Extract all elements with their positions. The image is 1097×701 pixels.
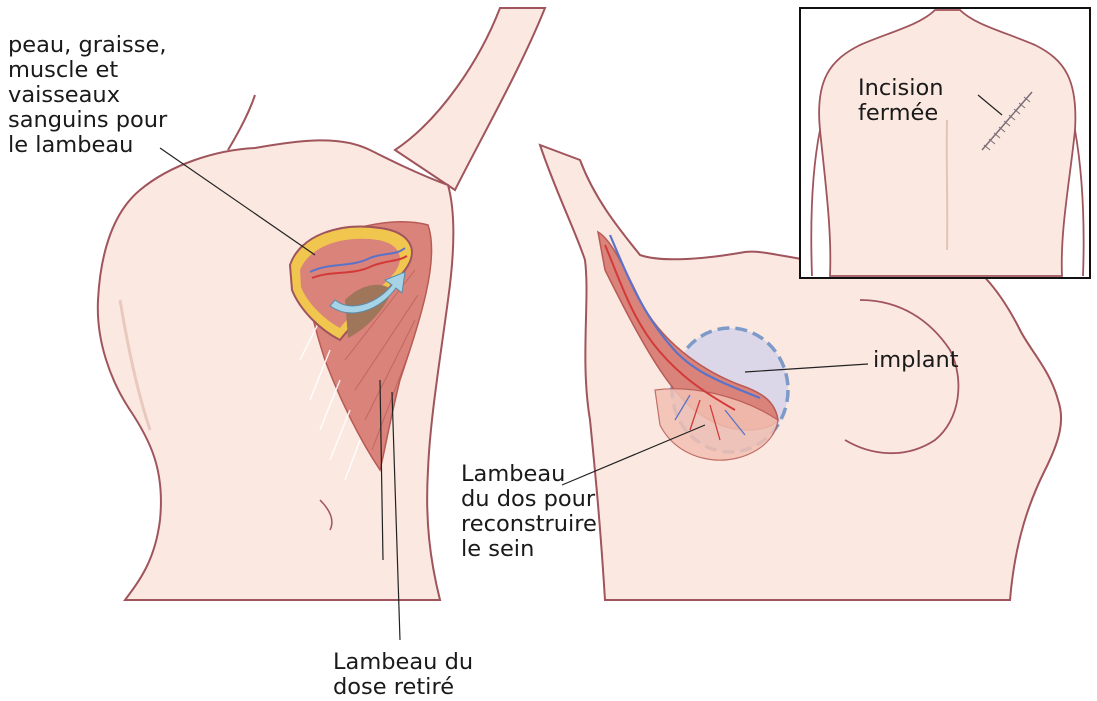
inset-back-view xyxy=(800,8,1090,278)
raised-arm xyxy=(395,8,545,190)
label-flap-reconstruction: Lambeau du dos pour reconstruire le sein xyxy=(461,462,597,562)
inset-spine xyxy=(947,120,948,250)
label-closed-incision: Incision fermée xyxy=(858,76,944,126)
label-flap-removed: Lambeau du dose retiré xyxy=(333,650,473,700)
label-implant: implant xyxy=(873,348,959,373)
label-flap-tissue: peau, graisse, muscle et vaisseaux sangu… xyxy=(8,33,167,158)
neck-line xyxy=(228,95,255,150)
